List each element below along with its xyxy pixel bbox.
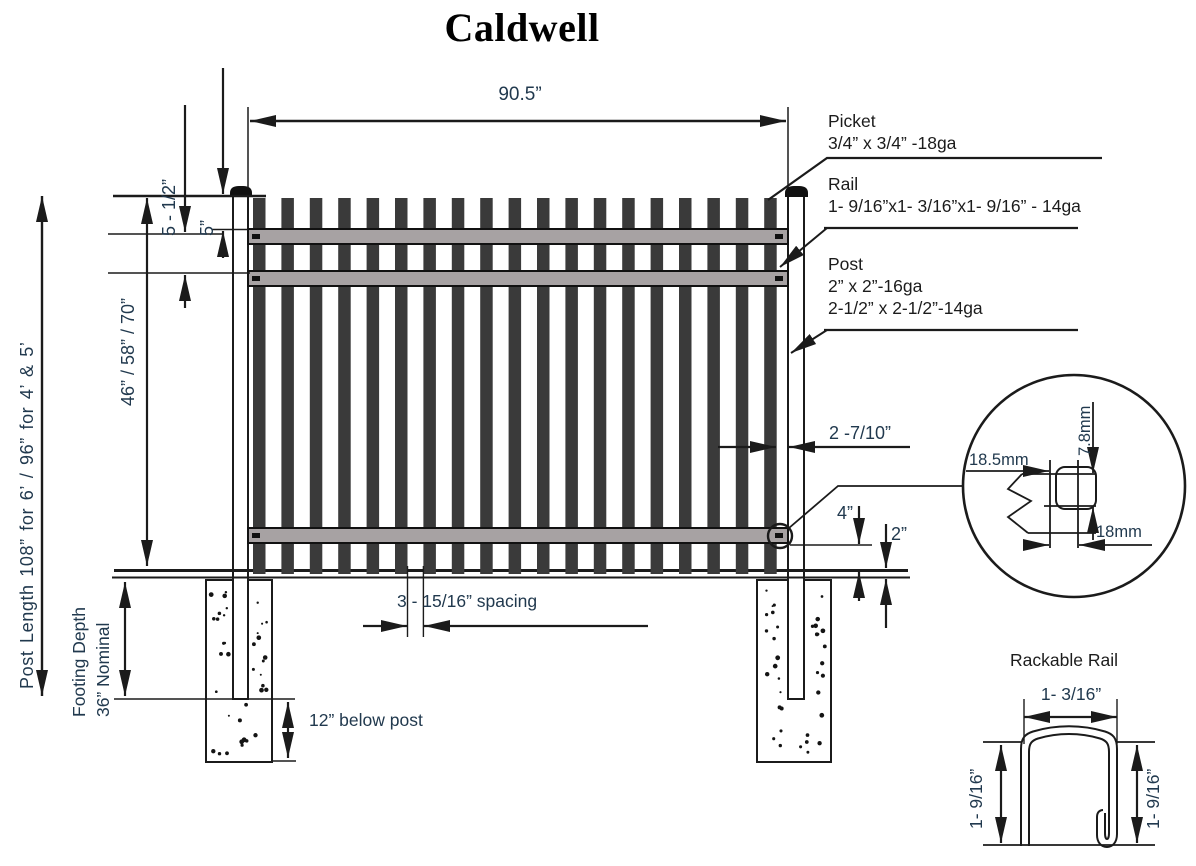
break-zigzag xyxy=(1006,473,1033,534)
dim-picket-ground-clearance: 2” xyxy=(891,524,908,544)
label-leaders xyxy=(767,156,1102,354)
rail-tube-corner xyxy=(1055,466,1097,510)
dim-footing-depth-line1: Footing Depth xyxy=(69,607,89,717)
label-post-spec-2: 2-1/2” x 2-1/2”-14ga xyxy=(828,298,983,318)
profile-outer xyxy=(1020,725,1118,849)
dim-footing-depth-line2: 36” Nominal xyxy=(93,622,113,717)
rail-detail-callout xyxy=(766,373,1187,599)
dim-panel-width: 90.5” xyxy=(498,84,542,105)
rackable-dim-width: 1- 3/16” xyxy=(1040,684,1102,704)
page-title: Caldwell xyxy=(444,5,600,50)
dim-below-post: 12” below post xyxy=(309,710,423,730)
left-post-cap xyxy=(230,186,252,197)
picket-leader xyxy=(767,156,1102,201)
concrete-speckles xyxy=(208,589,827,756)
right-post xyxy=(785,186,808,700)
detail-dim-width: 18.5mm xyxy=(969,451,1029,469)
rail-screws xyxy=(252,234,783,538)
dimension-lines xyxy=(36,68,910,762)
label-picket-spec: 3/4” x 3/4” -18ga xyxy=(828,133,957,153)
left-post xyxy=(230,186,252,700)
right-post-cap xyxy=(785,186,808,197)
rackable-dim-height-right: 1- 9/16” xyxy=(1143,768,1163,829)
detail-dim-lip: 7.8mm xyxy=(1076,405,1094,456)
dim-fence-heights: 46” / 58” / 70” xyxy=(118,297,138,406)
rail-leader xyxy=(779,227,828,268)
bottom-rail xyxy=(247,527,789,544)
label-rail-title: Rail xyxy=(828,174,859,194)
dim-picket-top-offset: 5” xyxy=(197,219,217,236)
post-leader xyxy=(790,329,828,354)
profile-inner xyxy=(1028,733,1110,846)
dim-picket-spacing: 3 - 15/16” spacing xyxy=(397,591,538,611)
pickets xyxy=(253,198,777,574)
dim-rail-bottom-clearance: 4” xyxy=(836,503,853,523)
dim-picket-to-post-gap: 2 -7/10” xyxy=(829,423,892,443)
top-rail xyxy=(247,228,789,245)
detail-dim-height: 18mm xyxy=(1096,523,1142,541)
label-post-title: Post xyxy=(828,254,864,274)
label-picket-title: Picket xyxy=(828,111,876,131)
label-post-spec-1: 2” x 2”-16ga xyxy=(828,276,923,296)
dim-post-length: Post Length 108” for 6’ / 96” for 4’ & 5… xyxy=(17,341,37,689)
callout-source-circle xyxy=(766,522,794,550)
detail-circle xyxy=(961,373,1187,599)
rails xyxy=(247,228,789,544)
rackable-rail-profile xyxy=(983,699,1155,849)
label-rail-spec: 1- 9/16”x1- 3/16”x1- 9/16” - 14ga xyxy=(828,196,1081,216)
rackable-rail-title: Rackable Rail xyxy=(1010,650,1118,670)
dim-post-top-offset: 5 - 1/2” xyxy=(159,178,179,236)
rackable-dim-height-left: 1- 9/16” xyxy=(966,768,986,829)
middle-rail xyxy=(247,270,789,287)
